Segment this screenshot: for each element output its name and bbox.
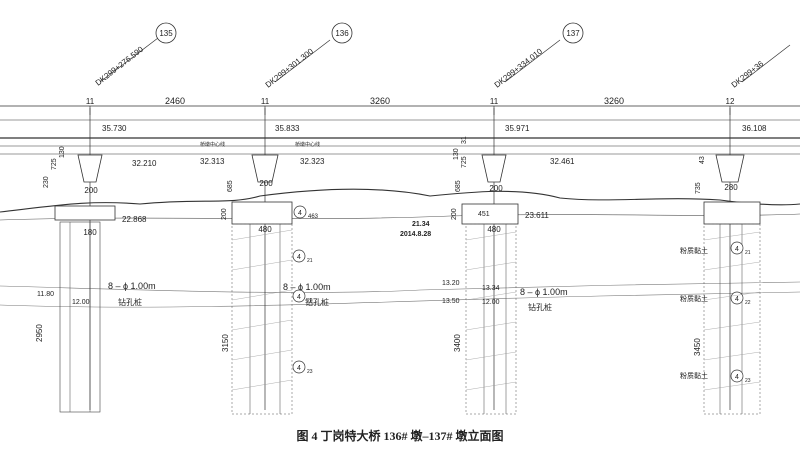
pier-137-number: 137: [566, 29, 580, 38]
pier-135-number: 135: [159, 29, 173, 38]
span-label-1: 2460: [165, 96, 185, 106]
pier-135-ground-elev: 32.210: [132, 159, 157, 168]
pier-136-circle-sub: 463: [308, 214, 319, 220]
pier-137-left-dim-3: 31: [461, 136, 468, 144]
pier-138-circle-1: 4: [735, 246, 739, 253]
pier-137-depth-r1: 13.34: [482, 285, 500, 292]
pier-138-cap-width: 280: [724, 183, 738, 192]
pier-138-circle-3: 4: [735, 374, 739, 381]
pier-138-layer-1: 粉质黏土: [680, 246, 708, 255]
pier-136-number: 136: [335, 29, 349, 38]
ground-profile: [0, 188, 800, 213]
pier-137-cap-label: 451: [478, 211, 490, 218]
pier-138-circle-sub-2: 22: [745, 300, 751, 306]
pier-137-water-date: 2014.8.28: [400, 231, 431, 238]
pier-136-circle-label: 4: [298, 210, 302, 217]
pier-136-pile-type: 钻孔桩: [305, 297, 329, 307]
soil-layer-markers: 4 21 4 22 4 23: [292, 249, 313, 375]
pier-138-layer-3: 粉质黏土: [680, 371, 708, 380]
span-label-2: 3260: [370, 96, 390, 106]
pier-137-pile-dim: 480: [487, 225, 501, 234]
pier-138-circle-2: 4: [735, 296, 739, 303]
pier-136-ground-left: 32.313: [200, 157, 225, 166]
pier-136-piles: 8 – ϕ 1.00m: [283, 282, 331, 292]
pier-135-cap-width: 200: [84, 186, 98, 195]
pier-135-left-dim-3: 130: [59, 146, 66, 158]
pier-137-base-dim: 200: [451, 208, 458, 220]
pier-138-circle-sub-1: 21: [745, 250, 751, 256]
pier-137-water-label: 21.34: [412, 221, 430, 228]
pier-135-pile-type: 钻孔桩: [118, 297, 142, 307]
pier-138: 12 DK299+36 36.108 43 735 280 粉质黏土 粉质黏土 …: [680, 44, 791, 415]
span-dimension-line: [89, 106, 731, 115]
pier-137-pile-length: 3400: [453, 334, 462, 352]
layer-marker-22-sub: 22: [307, 298, 313, 304]
pier-135-depth-top: 11.80: [37, 291, 54, 298]
pier-137-left-dim-2: 725: [461, 156, 468, 168]
pier-135-pile-dim: 180: [83, 228, 97, 237]
pier-135-pile-elev: 22.868: [122, 215, 147, 224]
deck-lines: [0, 105, 800, 155]
pier-135-station: DK299+276.590: [94, 44, 146, 87]
pier-136-base-dim: 200: [221, 208, 228, 220]
pier-137-piles: 8 – ϕ 1.00m: [520, 287, 568, 297]
pier-137-deck-elev: 35.971: [505, 124, 530, 133]
pier-138-deck-elev: 36.108: [742, 124, 767, 133]
pier-135-left-dim-2: 725: [51, 158, 58, 170]
pier-138-left-dim-1: 43: [699, 156, 706, 164]
pier-137-depth-r2: 12.00: [482, 299, 500, 306]
pier-138-col-height: 735: [695, 182, 702, 194]
pier-137-pile-elev: 23.611: [525, 211, 549, 220]
pier-137-pile-type: 钻孔桩: [528, 302, 552, 312]
soil-boundary-2: [0, 291, 800, 308]
pier-136-deck-elev: 35.833: [275, 124, 300, 133]
pier-135: 11 DK299+276.590 135 35.730 32.210 200 2…: [35, 22, 177, 413]
pier-137-cap-width: 200: [489, 184, 503, 193]
pier-135-deck-elev: 35.730: [102, 124, 127, 133]
ground-profile-2: [0, 213, 800, 221]
pier-138-station: DK299+36: [730, 59, 766, 90]
layer-marker-23-sub: 23: [307, 369, 313, 375]
pier-137-bubble: [562, 22, 584, 44]
layer-marker-21-sub: 21: [307, 258, 313, 264]
pier-137-depth-top: 13.20: [442, 280, 460, 287]
pier-138-circle-sub-3: 23: [745, 378, 751, 384]
pier-137-col-height: 685: [455, 180, 462, 192]
pier-137-top-width: 11: [490, 97, 499, 106]
pier-135-piles: 8 – ϕ 1.00m: [108, 281, 156, 291]
pier-135-left-dim-1: 230: [43, 176, 50, 188]
pier-136-col-height: 685: [227, 180, 234, 192]
span-label-3: 3260: [604, 96, 624, 106]
pier-138-layer-2: 粉质黏土: [680, 294, 708, 303]
pier-135-top-width: 11: [86, 97, 95, 106]
soil-boundary-1: [0, 281, 800, 293]
pier-135-bubble: [155, 22, 177, 44]
pier-137-ground-elev: 32.461: [550, 157, 575, 166]
layer-marker-21-num: 4: [297, 254, 301, 261]
pier-137-station: DK299+334.010: [493, 46, 545, 89]
pier-136-bubble: [331, 22, 353, 44]
pier-136-centerline-right: 桥墩中心线: [295, 141, 320, 148]
figure-caption: 图 4 丁岗特大桥 136# 墩–137# 墩立面图: [296, 428, 503, 443]
pier-136-centerline-left: 桥墩中心线: [200, 141, 225, 148]
layer-marker-22-num: 4: [297, 294, 301, 301]
pier-136-ground-right: 32.323: [300, 157, 325, 166]
pier-136-pile-length: 3150: [221, 334, 230, 352]
layer-marker-23-num: 4: [297, 365, 301, 372]
pier-138-pile-length: 3450: [693, 338, 702, 356]
pier-135-pile-length: 2950: [35, 324, 44, 342]
pier-136-cap-width: 200: [259, 179, 273, 188]
pier-136-pile-dim: 480: [258, 225, 272, 234]
pile-hatching: [231, 229, 761, 391]
pier-138-top-width: 12: [726, 97, 735, 106]
pier-137-depth-mid: 13.50: [442, 298, 460, 305]
pier-136-top-width: 11: [261, 97, 270, 106]
pier-136-station: DK299+301.300: [264, 46, 316, 89]
pier-135-depth-bot: 12.00: [72, 299, 90, 306]
pier-137-left-dim-1: 130: [453, 148, 460, 160]
pier-137: 11 DK299+334.010 137 35.971 32.461 200 6…: [400, 22, 584, 415]
